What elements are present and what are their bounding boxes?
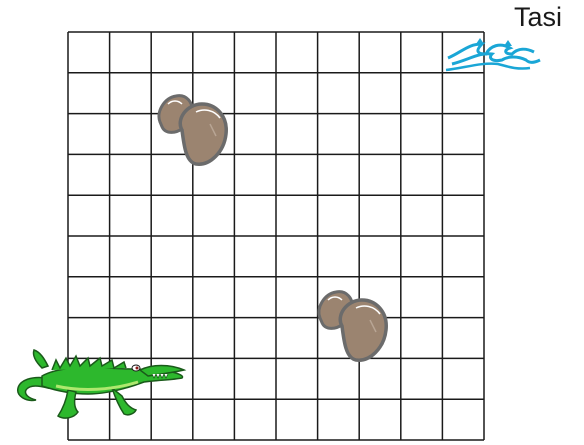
water-waves-icon [446, 38, 540, 70]
goal-label: Tasi [514, 4, 562, 31]
crocodile-icon [18, 350, 184, 418]
rock-pair-icon [319, 292, 386, 360]
